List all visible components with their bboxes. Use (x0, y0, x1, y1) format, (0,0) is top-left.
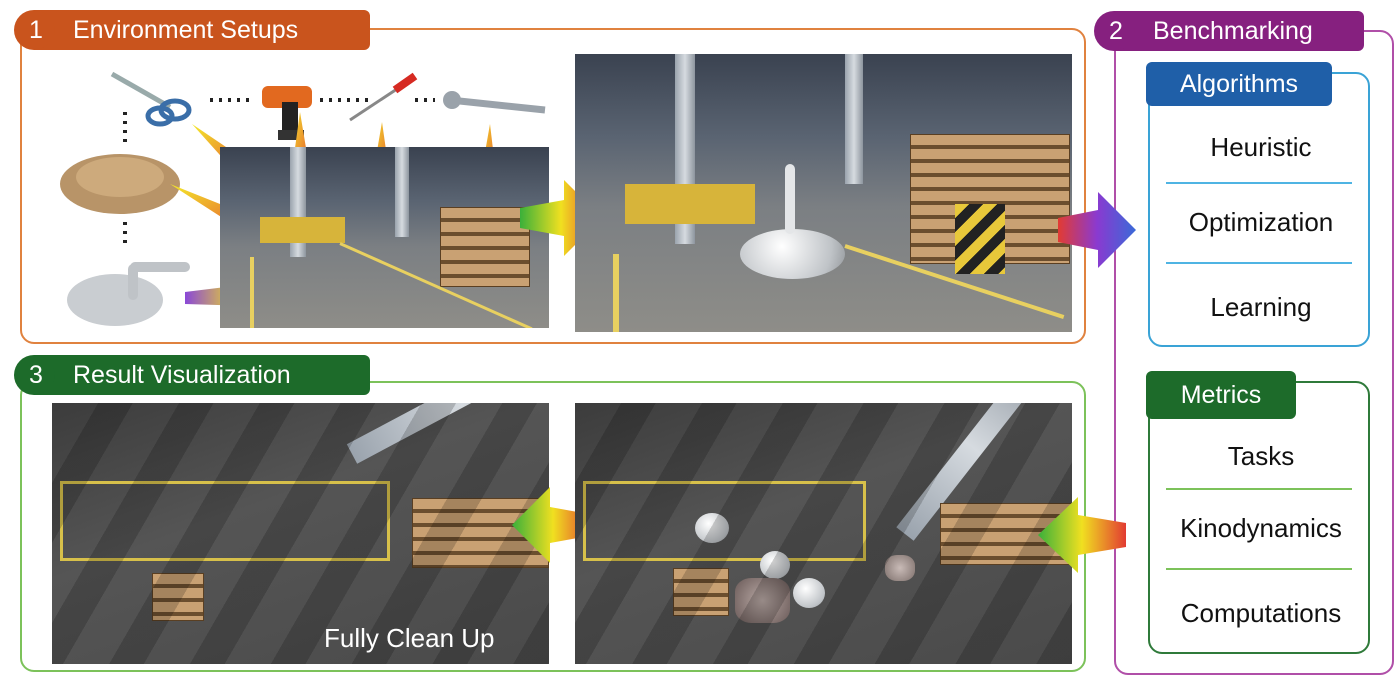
environment-setups-header: 1 Environment Setups (14, 10, 370, 50)
metric-item: Computations (1180, 598, 1342, 628)
warehouse-scene-empty (220, 147, 549, 328)
result-caption: Fully Clean Up (324, 623, 495, 653)
result-scene-clean: Fully Clean Up (52, 403, 549, 664)
algorithm-item: Learning (1210, 292, 1312, 322)
step-number: 1 (17, 11, 55, 49)
metric-item: Tasks (1227, 441, 1295, 471)
result-visualization-header: 3 Result Visualization (14, 355, 370, 395)
divider (1166, 182, 1352, 184)
section-title: Benchmarking (1153, 16, 1313, 45)
step-number: 3 (17, 356, 55, 394)
flow-arrow (1038, 497, 1126, 573)
wrench-icon (443, 91, 546, 114)
wood-chips-icon (60, 154, 180, 214)
section-title: Environment Setups (73, 15, 299, 44)
benchmarking-header: 2 Benchmarking (1094, 11, 1364, 51)
metric-item: Kinodynamics (1180, 513, 1342, 543)
environment-setups-panel (20, 28, 1086, 344)
result-scene-cluttered (575, 403, 1072, 664)
algorithm-item: Optimization (1188, 207, 1334, 237)
algorithm-item: Heuristic (1210, 132, 1312, 162)
robot-icon (67, 262, 190, 326)
divider (1166, 488, 1352, 490)
scissors-icon (110, 71, 192, 127)
metrics-header: Metrics (1146, 371, 1296, 419)
screwdriver-icon (349, 72, 418, 122)
divider (1166, 568, 1352, 570)
flow-arrow (512, 487, 594, 563)
step-number: 2 (1097, 12, 1135, 50)
warehouse-scene-cluttered (575, 54, 1072, 332)
drill-icon (262, 86, 312, 140)
flow-arrow (1058, 192, 1136, 268)
section-title: Result Visualization (73, 360, 291, 389)
algorithms-header: Algorithms (1146, 62, 1332, 106)
divider (1166, 262, 1352, 264)
